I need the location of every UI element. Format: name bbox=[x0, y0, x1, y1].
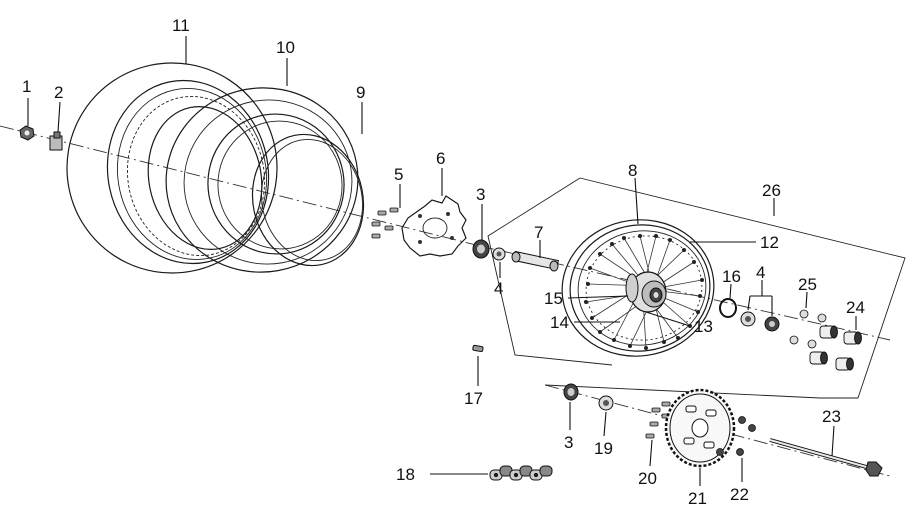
inner-tube bbox=[165, 87, 359, 273]
callout-20: 20 bbox=[638, 469, 657, 488]
callout-3-upper: 3 bbox=[476, 185, 485, 204]
tire bbox=[66, 62, 278, 274]
callout-24: 24 bbox=[846, 298, 865, 317]
callout-17: 17 bbox=[464, 389, 483, 408]
callout-4-left: 4 bbox=[494, 279, 503, 298]
damper-rubbers bbox=[809, 325, 862, 371]
sprocket-spacer bbox=[598, 395, 614, 411]
spacer-left bbox=[492, 247, 506, 261]
circlip bbox=[719, 298, 737, 318]
brake-disc bbox=[401, 195, 467, 257]
washers bbox=[789, 309, 827, 349]
callout-numbers: 1 2 11 10 9 5 6 3 4 7 8 26 12 16 4 25 24… bbox=[22, 16, 865, 508]
callout-19: 19 bbox=[594, 439, 613, 458]
drive-chain bbox=[489, 465, 553, 481]
sprocket-nuts bbox=[716, 416, 756, 456]
callout-22: 22 bbox=[730, 485, 749, 504]
wheel-nipples bbox=[584, 234, 704, 350]
callout-11: 11 bbox=[172, 16, 190, 35]
rear-axle bbox=[769, 438, 883, 477]
leader-lines bbox=[27, 36, 857, 486]
callout-26: 26 bbox=[762, 181, 781, 200]
callout-3-lower: 3 bbox=[564, 433, 573, 452]
callout-9: 9 bbox=[356, 83, 365, 102]
callout-21: 21 bbox=[688, 489, 707, 508]
callout-2: 2 bbox=[54, 83, 63, 102]
callout-1: 1 bbox=[22, 77, 31, 96]
hub-group-outline bbox=[487, 177, 906, 399]
axis-lines bbox=[0, 125, 891, 477]
callout-16: 16 bbox=[722, 267, 741, 286]
rear-sprocket bbox=[664, 388, 736, 468]
callout-7: 7 bbox=[534, 223, 543, 242]
callout-5: 5 bbox=[394, 165, 403, 184]
callout-14: 14 bbox=[550, 313, 569, 332]
callout-15: 15 bbox=[544, 289, 563, 308]
callout-13: 13 bbox=[694, 317, 713, 336]
spoked-wheel bbox=[561, 219, 715, 357]
callout-23: 23 bbox=[822, 407, 841, 426]
spacer-right bbox=[740, 311, 780, 332]
callout-8: 8 bbox=[628, 161, 637, 180]
bearing-left bbox=[472, 239, 490, 259]
hub-collar bbox=[511, 250, 559, 272]
small-pin bbox=[472, 344, 484, 353]
callout-18: 18 bbox=[396, 465, 415, 484]
valve-nut bbox=[19, 125, 35, 141]
bearing-sprocket-side bbox=[563, 383, 579, 401]
disc-bolts bbox=[371, 207, 399, 239]
callout-6: 6 bbox=[436, 149, 445, 168]
callout-4-right: 4 bbox=[756, 263, 765, 282]
callout-12: 12 bbox=[760, 233, 779, 252]
rim-band bbox=[251, 133, 365, 267]
callout-10: 10 bbox=[276, 38, 295, 57]
valve-clip bbox=[49, 131, 63, 151]
callout-25: 25 bbox=[798, 275, 817, 294]
